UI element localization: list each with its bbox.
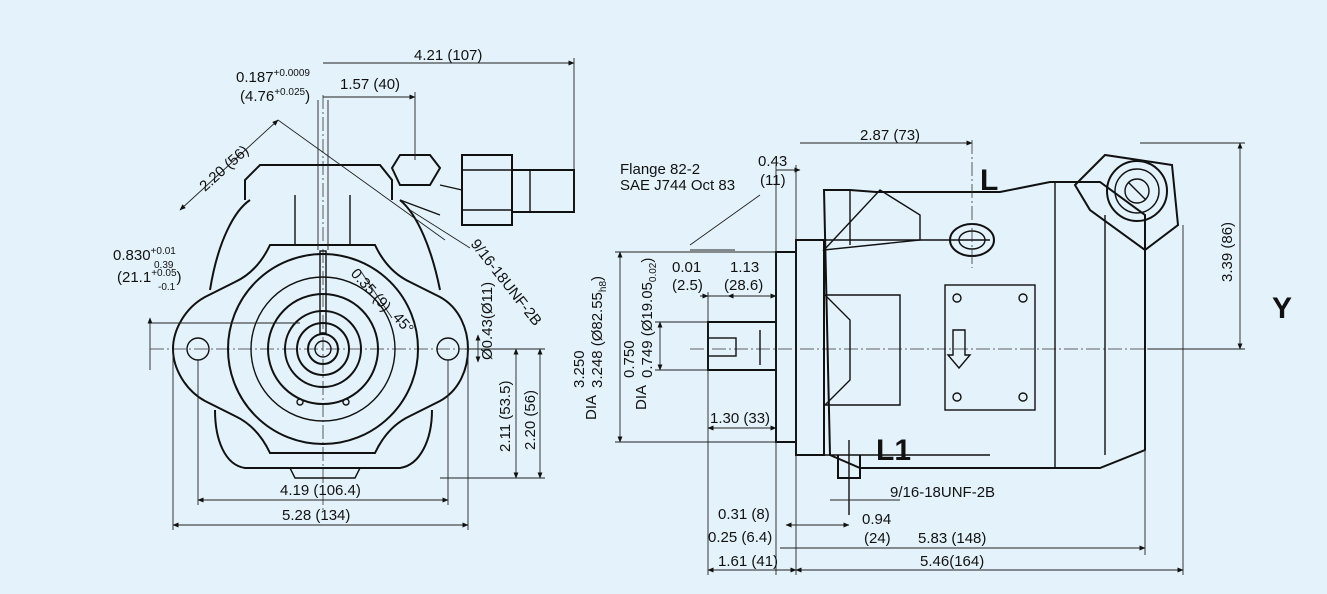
dim-overall-depth: 4.21 (107) <box>414 47 482 64</box>
dim-key-len: 1.13 <box>730 259 759 276</box>
valve-fitting <box>1073 153 1180 252</box>
dim-radius: 0.35 (9) <box>347 265 394 315</box>
front-view: 4.21 (107) 0.187+0.0009 (4.76+0.025) 1.5… <box>113 47 575 530</box>
dim-height-a: 2.11 (53.5) <box>497 381 514 452</box>
dim-hole-dia: Ø0.43(Ø11) <box>479 282 496 360</box>
label-Y: Y <box>1272 292 1292 325</box>
dim-drain-thread: 9/16-18UNF-2B <box>890 484 995 501</box>
dim-shaft-height-mm-lower: -0.1 <box>158 282 176 293</box>
svg-text:3.248 (Ø82.55h8): 3.248 (Ø82.55h8) <box>589 276 609 388</box>
dim-c-mm: (24) <box>864 530 891 547</box>
dim-runout-mm: (2.5) <box>672 277 703 294</box>
shaft-end <box>307 333 339 365</box>
dim-c: 0.94 <box>862 511 891 528</box>
side-view: Flange 82-2 SAE J744 Oct 83 0.43 (11) 2.… <box>571 127 1292 575</box>
dim-flange-thk: 0.43 <box>758 153 787 170</box>
dim-total-len: 5.46(164) <box>920 553 984 570</box>
dim-b: 0.25 (6.4) <box>708 529 772 546</box>
mounting-flange <box>171 244 470 454</box>
flange-line2: SAE J744 Oct 83 <box>620 177 735 194</box>
dim-height: 3.39 (86) <box>1219 222 1236 282</box>
dim-shaft-dia: DIA 0.750 0.749 (Ø19.050.02) <box>621 258 659 410</box>
dim-a: 0.31 (8) <box>718 506 770 523</box>
dim-shaft-height-mm: (21.1+0.05) <box>117 268 182 286</box>
svg-text:DIA: DIA <box>633 385 650 410</box>
dim-port-offset: 1.57 (40) <box>340 76 400 93</box>
dim-keyway-in: 0.187+0.0009 <box>236 68 310 86</box>
svg-text:0.750: 0.750 <box>621 340 638 378</box>
port-L-label: L <box>980 164 998 197</box>
dim-shaft-height-in: 0.830+0.01 <box>113 246 176 264</box>
svg-text:0.749 (Ø19.050.02): 0.749 (Ø19.050.02) <box>639 258 659 378</box>
flange-line1: Flange 82-2 <box>620 161 700 178</box>
svg-text:DIA: DIA <box>583 395 600 420</box>
dim-runout: 0.01 <box>672 259 701 276</box>
dim-key-len-mm: (28.6) <box>724 277 763 294</box>
dim-shaft-len: 1.30 (33) <box>710 410 770 427</box>
dim-keyway-mm: (4.76+0.025) <box>240 87 310 105</box>
pilot-circle <box>227 253 419 445</box>
dim-height-b: 2.20 (56) <box>522 390 539 450</box>
pilot-flange <box>775 251 797 443</box>
dim-body-len: 5.83 (148) <box>918 530 986 547</box>
dim-mount-width: 4.19 (106.4) <box>280 482 361 499</box>
dim-shaft-ext: 1.61 (41) <box>718 553 778 570</box>
dim-port-pos: 2.87 (73) <box>860 127 920 144</box>
dim-pilot-dia: DIA 3.250 3.248 (Ø82.55h8) <box>571 276 609 420</box>
cover-plate <box>944 284 1036 411</box>
port-L1-label: L1 <box>876 434 911 467</box>
dim-overall-width: 5.28 (134) <box>282 507 350 524</box>
shaft <box>707 321 777 371</box>
dim-flange-thk-mm: (11) <box>760 172 786 189</box>
pump-body <box>822 181 1146 469</box>
svg-text:3.250: 3.250 <box>571 350 588 388</box>
port-fitting <box>390 154 575 226</box>
dim-diagonal: 2.20 (56) <box>196 142 252 195</box>
dim-shaft-height-in-lower: 0.39 <box>154 260 174 271</box>
